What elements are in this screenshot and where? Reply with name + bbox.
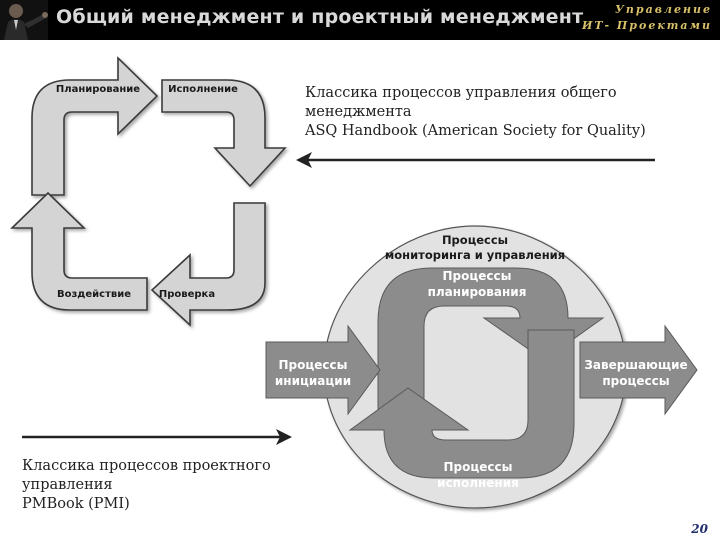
pm-execution-arrow <box>348 329 575 479</box>
page-number: 20 <box>691 522 708 536</box>
pointer-arrow-general <box>296 152 655 168</box>
pm-label-execution-2: исполнения <box>437 476 519 490</box>
pm-label-execution-1: Процессы <box>444 460 513 474</box>
cycle-label-check: Проверка <box>159 289 215 300</box>
pm-closing-arrow <box>579 324 698 416</box>
page-title: Общий менеджмент и проектный менеджмент <box>56 6 584 28</box>
pm-label-monitoring-2: мониторинга и управления <box>385 248 565 262</box>
pm-processes <box>265 225 698 509</box>
caption-general-management: Классика процессов управления общего мен… <box>305 84 646 141</box>
caption-project-line-1: Классика процессов проектного <box>22 458 271 474</box>
caption-general-line-1: Классика процессов управления общего <box>305 85 617 101</box>
pm-label-monitoring-1: Процессы <box>442 233 508 247</box>
pm-planning-arrow <box>377 267 605 421</box>
cycle-arrow-check <box>150 202 266 327</box>
cycle-label-action: Воздействие <box>57 289 131 300</box>
pm-label-planning-1: Процессы <box>443 269 512 283</box>
caption-general-line-3: ASQ Handbook (American Society for Quali… <box>305 123 646 139</box>
cycle-label-execution: Исполнение <box>168 84 238 95</box>
caption-project-line-2: управления <box>22 477 113 493</box>
header-bar: Общий менеджмент и проектный менеджмент … <box>0 0 720 40</box>
pm-label-closing-2: процессы <box>602 374 669 388</box>
pm-label-initiation-2: инициации <box>275 374 351 388</box>
pm-label-initiation-1: Процессы <box>279 358 348 372</box>
cycle-arrow-planning <box>31 56 159 196</box>
pm-initiation-arrow <box>265 324 381 416</box>
caption-general-line-2: менеджмента <box>305 104 412 120</box>
caption-project-line-3: PMBook (PMI) <box>22 496 130 512</box>
brand-line-1: Управление <box>614 3 712 16</box>
caption-project-management: Классика процессов проектного управления… <box>22 457 271 514</box>
brand-logo: Управление ИТ- Проектами <box>582 2 712 34</box>
cycle-arrow-action <box>10 191 148 311</box>
cycle-label-planning: Планирование <box>56 84 140 95</box>
cycle-arrow-execution <box>161 79 287 188</box>
presenter-photo <box>0 0 48 40</box>
pm-label-closing-1: Завершающие <box>584 358 687 372</box>
pdca-cycle <box>10 56 287 327</box>
brand-line-2: ИТ- Проектами <box>581 19 712 32</box>
pm-label-planning-2: планирования <box>428 285 527 299</box>
pointer-arrow-project <box>22 429 292 445</box>
